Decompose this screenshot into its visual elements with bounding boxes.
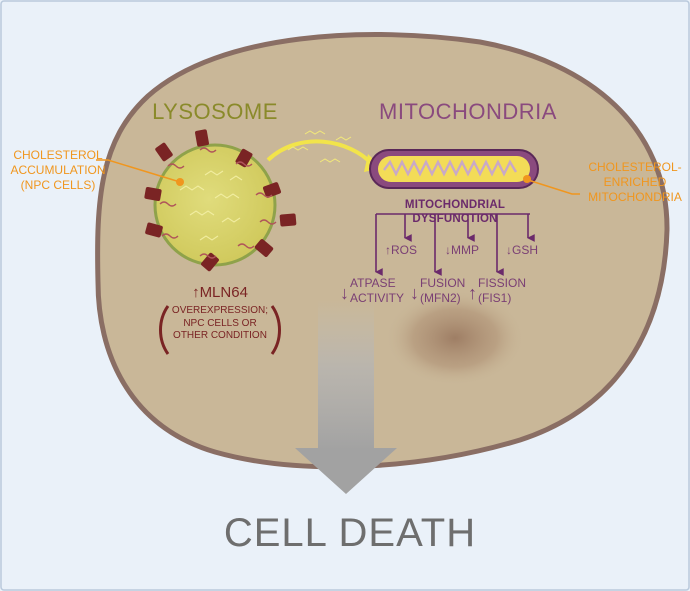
mln64-condition-3: OTHER CONDITION	[173, 330, 267, 341]
death-arrow-head	[295, 448, 397, 494]
down-arrow-icon: ↓	[410, 283, 419, 303]
down-arrow-icon: ↓	[340, 283, 349, 303]
atpase-effect: ↓ ATPASE ACTIVITY	[340, 276, 404, 306]
cholesterol-accumulation-line-1: CHOLESTEROL	[13, 148, 103, 162]
cholesterol-accumulation-callout	[96, 159, 181, 183]
mln64-condition-2: NPC CELLS OR	[183, 317, 257, 329]
ros-text: ROS	[391, 243, 418, 257]
up-arrow-icon: ↑	[468, 283, 477, 303]
fission-line-2: (FIS1)	[478, 291, 512, 305]
cholesterol-accumulation-label: CHOLESTEROL ACCUMULATION (NPC CELLS)	[8, 148, 108, 193]
cholesterol-accumulation-line-3: (NPC CELLS)	[20, 178, 96, 192]
cell-body	[95, 32, 670, 470]
cholesterol-molecules-transit	[287, 130, 352, 163]
mln64-heading: ↑MLN64	[155, 284, 285, 303]
atpase-line-2: ACTIVITY	[350, 291, 405, 305]
cholesterol-enriched-callout	[527, 179, 580, 195]
cholesterol-accumulation-line-2: ACCUMULATION	[10, 163, 106, 177]
fission-effect: ↑ FISSION (FIS1)	[468, 276, 526, 306]
mitochondria-label: MITOCHONDRIA	[379, 99, 557, 124]
gsh-effect: ↓GSH	[506, 243, 538, 258]
mitochondrion-organelle	[369, 149, 539, 189]
cholesterol-enriched-line-3: MITOCHONDRIA	[588, 190, 682, 204]
membrane-coils	[159, 147, 277, 259]
mln64-receptors	[144, 129, 297, 272]
cell-death-label: CELL DEATH	[223, 511, 477, 555]
mln64-name: MLN64	[199, 284, 248, 301]
fusion-line-1: FUSION	[420, 276, 466, 290]
cholesterol-enriched-label: CHOLESTEROL- ENRICHED MITOCHONDRIA	[580, 160, 690, 205]
cholesterol-transfer-arrow	[266, 139, 374, 166]
mmp-text: MMP	[451, 243, 479, 257]
fusion-effect: ↓ FUSION (MFN2)	[410, 276, 465, 306]
lysosome-organelle	[144, 129, 297, 272]
lysosome-label: LYSOSOME	[152, 99, 278, 124]
down-arrow-icon: ↓	[506, 243, 512, 257]
mitochondrial-dysfunction-label: MITOCHONDRIAL DYSFUNCTION	[404, 199, 506, 226]
cholesterol-enriched-line-2: ENRICHED	[603, 175, 667, 189]
fusion-line-2: (MFN2)	[420, 291, 461, 305]
down-arrow-icon: ↓	[445, 243, 451, 257]
up-arrow-icon: ↑	[385, 243, 391, 257]
mmp-effect: ↓MMP	[445, 243, 479, 258]
mln64-conditions: OVEREXPRESSION; NPC CELLS OR OTHER CONDI…	[160, 305, 280, 343]
ros-effect: ↑ROS	[385, 243, 417, 258]
nucleus-shadow	[385, 290, 525, 386]
cholesterol-enriched-line-1: CHOLESTEROL-	[588, 160, 682, 174]
dysfunction-arrows	[375, 213, 535, 276]
up-arrow-icon: ↑	[192, 284, 200, 301]
fission-line-1: FISSION	[478, 276, 527, 290]
mln64-condition-1: OVEREXPRESSION;	[171, 305, 269, 316]
gsh-text: GSH	[512, 243, 539, 257]
atpase-line-1: ATPASE	[350, 276, 396, 290]
death-arrow-shaft	[318, 300, 374, 450]
